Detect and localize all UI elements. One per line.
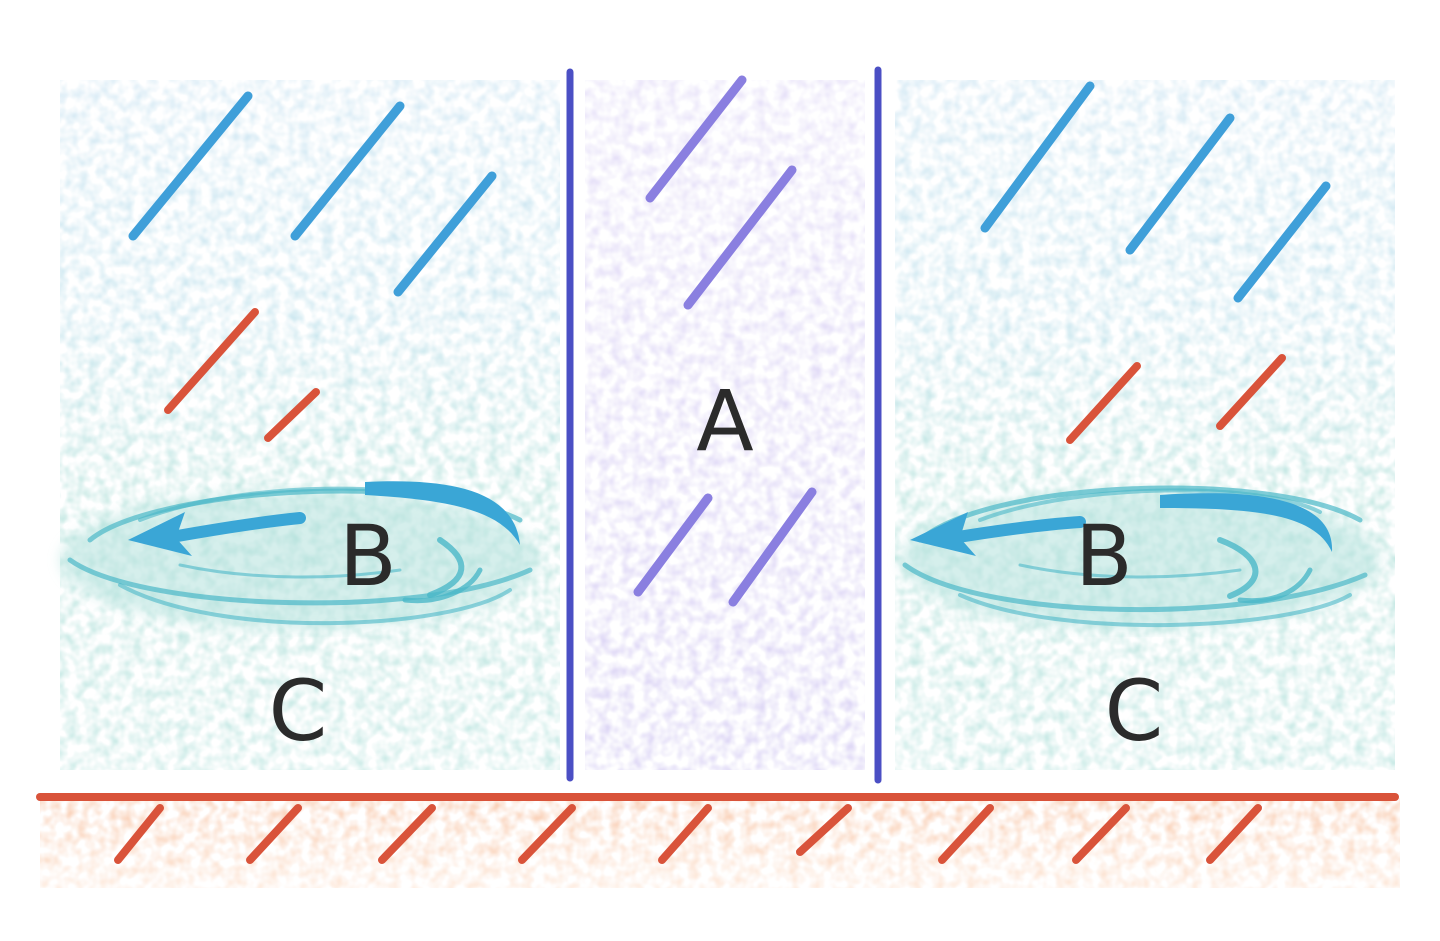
ground-wash xyxy=(40,798,1400,888)
blue-hatch xyxy=(128,91,253,241)
blue-hatch xyxy=(1125,113,1235,255)
left-red-hatches xyxy=(164,308,320,442)
right-red-hatches xyxy=(1066,354,1286,444)
red-hatch xyxy=(164,308,259,414)
ground-hatch xyxy=(246,804,302,864)
blue-hatch xyxy=(980,81,1095,233)
left-eddy xyxy=(67,481,533,626)
purple-hatch xyxy=(633,493,713,597)
left-arrow-icon xyxy=(128,512,306,556)
ground-hatch xyxy=(658,804,712,864)
left-blue-hatches xyxy=(128,91,497,297)
left-arrow-icon xyxy=(910,512,1086,556)
center-panel xyxy=(585,80,865,770)
eddy-curl xyxy=(1160,493,1333,552)
ground-hatch xyxy=(378,804,436,864)
blue-hatch xyxy=(393,171,497,297)
center-panel-wash xyxy=(585,80,865,770)
label-b-left: B xyxy=(339,507,397,605)
ground-hatch xyxy=(1072,804,1130,864)
ground-hatch xyxy=(1206,804,1262,864)
purple-hatch xyxy=(728,487,817,607)
ground-hatches xyxy=(114,804,1262,864)
label-c-right: C xyxy=(1105,662,1164,760)
purple-hatch xyxy=(645,75,747,203)
ground xyxy=(40,798,1400,888)
blue-hatch xyxy=(1233,181,1331,303)
right-eddy xyxy=(902,485,1368,628)
red-hatch xyxy=(264,388,320,442)
eddy-curl xyxy=(365,481,520,545)
right-blue-hatches xyxy=(980,81,1331,303)
ground-hatch xyxy=(518,804,576,864)
swirl-icon xyxy=(902,485,1368,628)
right-panel-wash xyxy=(895,80,1395,770)
purple-hatch xyxy=(683,165,797,310)
ground-hatch xyxy=(796,804,852,856)
label-b-right: B xyxy=(1075,507,1133,605)
red-hatch xyxy=(1066,362,1141,444)
ground-hatch xyxy=(114,804,164,864)
center-hatches xyxy=(633,75,817,607)
ground-hatch xyxy=(938,804,994,864)
dividers xyxy=(566,66,882,784)
blue-hatch xyxy=(290,101,405,241)
label-c-left: C xyxy=(269,662,328,760)
ground-boundary xyxy=(36,793,1399,864)
red-hatch xyxy=(1216,354,1286,430)
label-a: A xyxy=(696,372,753,470)
